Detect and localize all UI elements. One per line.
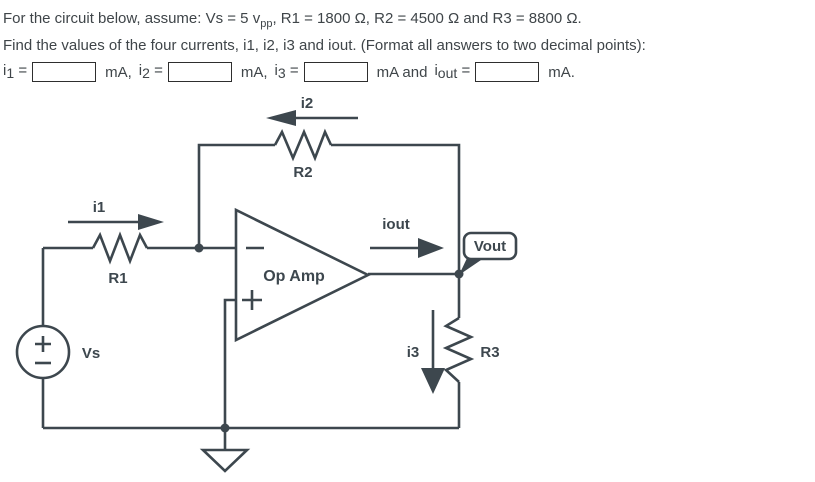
junction-dot-ground: [220, 423, 230, 433]
resistor-r2: [273, 128, 333, 162]
resistor-r3: [442, 316, 475, 383]
statement-pre: For the circuit below, assume: Vs = 5 v: [3, 10, 261, 27]
wire-plus-input: [223, 298, 236, 428]
resistor-r1: [91, 231, 149, 265]
vout-callout-tail: [459, 256, 484, 275]
iout-label: iout: [382, 216, 410, 233]
answer-row: i1 = mA, i2 = mA, i3 = mA and iout = mA.: [3, 61, 582, 83]
answer-i1-label: i1 =: [3, 62, 28, 81]
answer-iout-input[interactable]: [475, 62, 540, 82]
i1-arrow-head: [138, 214, 164, 230]
answer-i1-unit: mA,: [105, 63, 132, 81]
i3-label: i3: [407, 344, 420, 361]
iout-arrow-head: [418, 238, 444, 258]
wire-feedback-right: [331, 143, 461, 274]
source-plus-icon: [35, 336, 51, 352]
answer-iout-unit: mA.: [548, 63, 575, 81]
statement-vpp-subscript: pp: [260, 18, 273, 30]
instruction-text: Find the values of the four currents, i1…: [3, 37, 646, 54]
opamp-label: Op Amp: [263, 268, 325, 285]
answer-i1-input[interactable]: [32, 62, 97, 82]
opamp: [234, 207, 371, 343]
i1-label: i1: [93, 199, 106, 216]
answer-i2-unit: mA,: [240, 63, 268, 81]
vout-label: Vout: [474, 238, 506, 255]
r2-label: R2: [293, 164, 312, 181]
wire-feedback-left: [197, 143, 275, 248]
i2-label: i2: [301, 95, 314, 112]
answer-i3-input[interactable]: [303, 62, 368, 82]
r1-label: R1: [108, 270, 127, 287]
answer-iout-label: iout =: [434, 62, 471, 81]
answer-i2-input[interactable]: [167, 62, 232, 82]
i3-arrow-head: [421, 368, 445, 394]
ground-icon: [199, 448, 251, 473]
answer-i3-label: i3 =: [274, 62, 299, 81]
problem-statement: For the circuit below, assume: Vs = 5 vp…: [3, 9, 582, 34]
opamp-plus-icon: [242, 290, 262, 310]
junction-dot-inverting: [194, 243, 204, 253]
vout-callout-box: [462, 231, 518, 261]
answer-i2-label: i2 =: [138, 62, 163, 81]
answer-i3-unit: mA and: [376, 63, 428, 81]
vs-label: Vs: [82, 345, 100, 362]
circuit-diagram: Op Amp Vs i1 i2 iout i3 R1 R2 R3 Vout: [15, 95, 518, 473]
statement-post: , R1 = 1800 Ω, R2 = 4500 Ω and R3 = 8800…: [272, 10, 582, 27]
i2-arrow-head: [266, 110, 296, 126]
r3-label: R3: [480, 344, 499, 361]
